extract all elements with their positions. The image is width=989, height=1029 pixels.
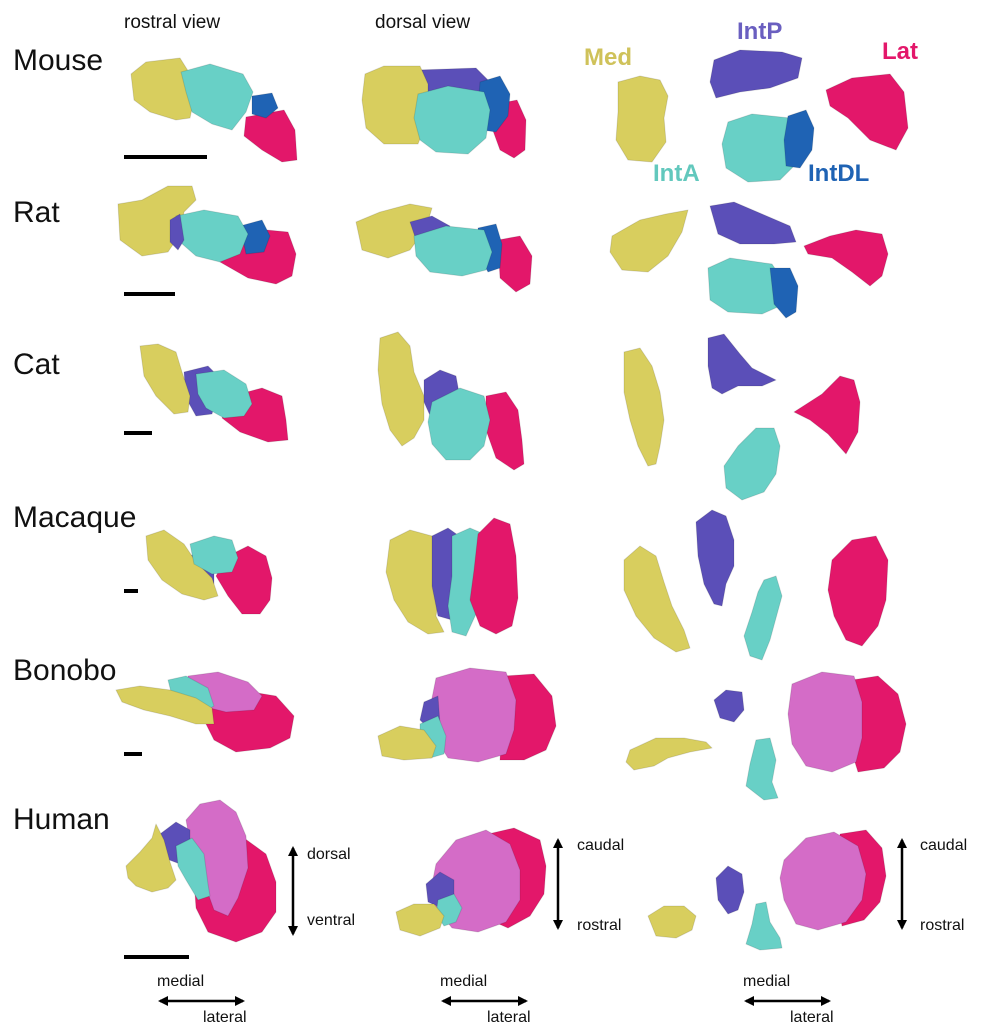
mouse-rostral-med bbox=[131, 58, 194, 120]
bonobo-rostral-view bbox=[116, 672, 294, 756]
rat-exploded-med bbox=[610, 210, 688, 272]
macaque-scale-bar bbox=[124, 589, 138, 593]
cat-exploded-inta bbox=[724, 428, 780, 500]
mouse-rostral-lat bbox=[244, 110, 297, 162]
cat-exploded-med bbox=[624, 348, 664, 466]
rat-dorsal-inta bbox=[414, 226, 492, 276]
rat-exploded-lat bbox=[804, 230, 888, 286]
macaque-exploded-intp bbox=[696, 510, 734, 606]
macaque-exploded-inta bbox=[744, 576, 782, 660]
rat-dorsal-lat bbox=[498, 236, 532, 292]
cat-rostral-view bbox=[124, 344, 288, 442]
mouse-rostral-inta bbox=[181, 64, 253, 130]
mouse-exploded-med bbox=[616, 76, 668, 162]
bonobo-exploded-med bbox=[626, 738, 712, 770]
cat-exploded-intp bbox=[708, 334, 776, 394]
mouse-exploded-intdl bbox=[784, 110, 814, 168]
cat-dorsal-inta bbox=[428, 388, 490, 460]
macaque-dorsal-view bbox=[386, 518, 518, 636]
rat-exploded-intp bbox=[710, 202, 796, 244]
rat-rostral-view bbox=[118, 186, 296, 296]
human-exploded-view bbox=[648, 830, 886, 950]
human-scale-bar bbox=[124, 955, 189, 959]
human-dorsal-view bbox=[396, 828, 546, 936]
mouse-exploded-intp bbox=[710, 50, 802, 98]
macaque-exploded-med bbox=[624, 546, 690, 652]
rat-rostral-inta bbox=[176, 210, 248, 262]
macaque-rostral-view bbox=[124, 530, 272, 614]
human-exploded-inta bbox=[746, 902, 782, 950]
bonobo-exploded-intp bbox=[714, 690, 744, 722]
human-exploded-intp bbox=[716, 866, 744, 914]
rat-dorsal-view bbox=[356, 204, 532, 292]
bonobo-exploded-inta bbox=[746, 738, 778, 800]
macaque-exploded-lat bbox=[828, 536, 888, 646]
bonobo-exploded-pink bbox=[788, 672, 862, 772]
mouse-rostral-view bbox=[124, 58, 297, 162]
cat-dorsal-lat bbox=[486, 392, 524, 470]
cat-scale-bar bbox=[124, 431, 152, 435]
cat-dorsal-view bbox=[378, 332, 524, 470]
cat-dorsal-med bbox=[378, 332, 424, 446]
mouse-dorsal-inta bbox=[414, 86, 490, 154]
bonobo-dorsal-view bbox=[378, 668, 556, 762]
rat-scale-bar bbox=[124, 292, 175, 296]
mouse-exploded-lat bbox=[826, 74, 908, 150]
cat-exploded-lat bbox=[794, 376, 860, 454]
rat-exploded-view bbox=[610, 202, 888, 318]
rat-exploded-intdl bbox=[770, 268, 798, 318]
cat-exploded-view bbox=[624, 334, 860, 500]
mouse-scale-bar bbox=[124, 155, 207, 159]
bonobo-scale-bar bbox=[124, 752, 142, 756]
macaque-exploded-view bbox=[624, 510, 888, 660]
mouse-dorsal-view bbox=[362, 66, 526, 158]
human-exploded-med bbox=[648, 906, 696, 938]
human-rostral-view bbox=[124, 800, 276, 959]
mouse-exploded-view bbox=[616, 50, 908, 182]
cat-rostral-med bbox=[140, 344, 190, 414]
human-dorsal-med bbox=[396, 904, 444, 936]
bonobo-exploded-view bbox=[626, 672, 906, 800]
